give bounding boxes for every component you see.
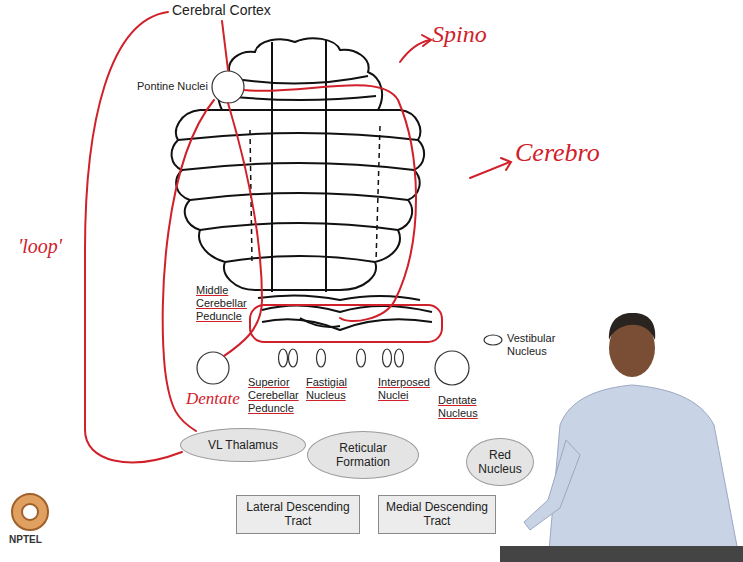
logo-text: NPTEL	[9, 534, 42, 546]
node-text: Lateral Descending Tract	[242, 500, 354, 529]
node-text: Reticular Formation	[322, 441, 404, 470]
tract-box: Medial Descending Tract	[378, 495, 496, 534]
structure-label: Middle Cerebellar Peduncle	[196, 284, 254, 323]
structure-label: Dentate Nucleus	[438, 394, 490, 420]
node-text: Red Nucleus	[475, 448, 525, 477]
presenter	[500, 313, 743, 562]
tract-box: Lateral Descending Tract	[236, 495, 360, 534]
node-text: VL Thalamus	[197, 438, 290, 452]
handwritten-note: Spino	[432, 22, 487, 46]
region-label: Cerebral Cortex	[172, 2, 271, 19]
handwritten-note: 'loop'	[18, 236, 62, 256]
handwritten-note: Dentate	[186, 390, 240, 407]
handwritten-note: Cerebro	[515, 140, 600, 166]
nptel-logo	[12, 494, 48, 530]
nucleus-symbols	[197, 71, 502, 385]
structure-label: Fastigial Nucleus	[306, 376, 362, 402]
structure-label: Vestibular Nucleus	[507, 332, 577, 358]
structure-label: Pontine Nuclei	[137, 80, 208, 93]
cerebellum-outline	[172, 38, 432, 330]
nucleus-ellipse: Reticular Formation	[307, 431, 419, 479]
red-annotation	[85, 12, 511, 462]
nucleus-ellipse: VL Thalamus	[180, 428, 306, 462]
structure-label: Interposed Nuclei	[378, 376, 436, 402]
node-text: Medial Descending Tract	[384, 500, 490, 529]
nucleus-ellipse: Red Nucleus	[466, 438, 534, 486]
structure-label: Superior Cerebellar Peduncle	[248, 376, 304, 415]
